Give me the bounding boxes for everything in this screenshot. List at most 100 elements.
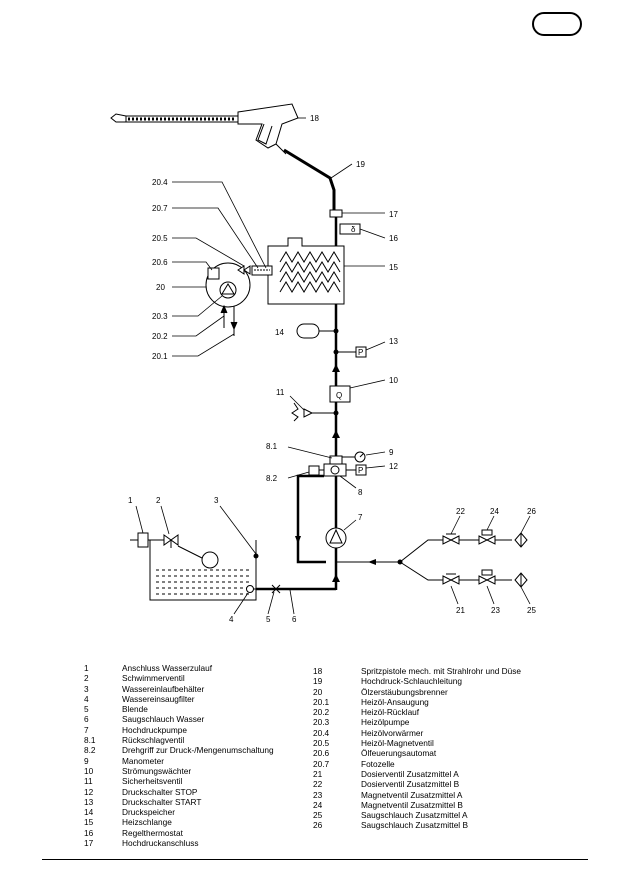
callout-20-2: 20.2 [152,332,168,341]
callout-23: 23 [491,606,500,615]
legend-label: Spritzpistole mech. mit Strahlrohr und D… [361,666,522,676]
legend-number: 20.1 [313,696,330,707]
legend-number: 2 [84,673,89,684]
legend-label: Saugschlauch Zusatzmittel A [361,810,468,821]
legend-right: 18 Spritzpistole mech. mit Strahlrohr und… [313,666,521,831]
legend-item: 18 Spritzpistole mech. mit Strahlrohr und… [313,666,521,676]
legend-label: Schwimmerventil [122,673,185,684]
callout-7: 7 [358,513,363,522]
water-suction-filter [246,585,254,593]
legend-item: 15 Heizschlange [84,817,274,827]
legend-label: Heizöl-Ansaugung [361,696,429,707]
pressure-accumulator [296,323,336,339]
callout-20: 20 [156,283,165,292]
legend-number: 24 [313,799,323,810]
oil-burner [205,262,273,336]
callout-20-6: 20.6 [152,258,168,267]
legend-label: Dosierventil Zusatzmittel B [361,779,460,790]
spray-gun [110,103,299,155]
callout-20-1: 20.1 [152,352,168,361]
legend-label: Druckschalter STOP [122,786,198,797]
callout-1: 1 [128,496,133,505]
callout-13: 13 [389,337,398,346]
legend-item: 3 Wassereinlaufbehälter [84,684,274,694]
callout-8: 8 [358,488,363,497]
pressure-switch-stop-symbol: P [358,466,363,475]
legend-number: 11 [84,776,93,787]
legend-label: Manometer [122,755,164,766]
legend-label: Dosierventil Zusatzmittel A [361,768,459,779]
legend-number: 8.2 [84,745,96,756]
legend-label: Saugschlauch Wasser [122,714,205,725]
legend-label: Sicherheitsventil [122,776,183,787]
legend-item: 2 Schwimmerventil [84,673,274,683]
legend-label: Wassereinlaufbehälter [122,683,205,694]
legend-number: 20 [313,686,323,697]
legend-number: 5 [84,704,89,715]
legend-label: Magnetventil Zusatzmittel A [361,789,463,800]
callout-20-7: 20.7 [152,204,168,213]
legend-number: 16 [84,827,94,838]
legend-number: 18 [313,666,323,676]
legend-label: Heizschlange [122,817,172,828]
legend-item: 8.2 Drehgriff zur Druck-/Mengenumschaltun… [84,745,274,755]
legend-item: 20.1 Heizöl-Ansaugung [313,697,521,707]
legend-label: Fotozelle [361,758,395,769]
legend-label: Ölfeuerungsautomat [361,748,437,759]
callout-18: 18 [310,114,319,123]
legend-label: Drehgriff zur Druck-/Mengenumschaltung [122,745,274,756]
safety-valve [291,402,336,422]
manometer [336,451,366,463]
legend-number: 6 [84,714,89,725]
legend-item: 20.3 Heizölpumpe [313,717,521,727]
callout-26: 26 [527,507,536,516]
legend-number: 26 [313,820,323,831]
callout-20-3: 20.3 [152,312,168,321]
callout-20-5: 20.5 [152,234,168,243]
legend-number: 20.3 [313,717,330,728]
legend-label: Hochdruckanschluss [122,838,199,849]
legend-number: 7 [84,724,89,735]
callout-5: 5 [266,615,271,624]
callout-20-4: 20.4 [152,178,168,187]
callout-8-1: 8.1 [266,442,278,451]
legend-label: Wassereinsaugfilter [122,693,195,704]
valve-block [308,455,347,477]
legend-item: 24 Magnetventil Zusatzmittel B [313,800,521,810]
legend-number: 8.1 [84,735,96,746]
pressure-switch-start-symbol: P [358,348,363,357]
callout-16: 16 [389,234,398,243]
legend-label: Magnetventil Zusatzmittel B [361,799,463,810]
legend-item: 6 Saugschlauch Wasser [84,714,274,724]
callout-17: 17 [389,210,398,219]
legend-number: 3 [84,683,89,694]
legend-label: Ölzerstäubungsbrenner [361,686,448,697]
legend-number: 21 [313,768,323,779]
callout-11: 11 [276,388,285,397]
bypass-line [296,474,326,564]
callout-15: 15 [389,263,398,272]
legend-number: 20.6 [313,748,330,759]
legend-label: Heizölpumpe [361,717,410,728]
legend-label: Hochdruckpumpe [122,724,188,735]
callout-10: 10 [389,376,398,385]
legend-label: Regelthermostat [122,827,183,838]
legend-number: 1 [84,663,89,673]
legend-number: 15 [84,817,94,828]
pressure-switch-start [336,346,367,358]
flow-switch-symbol: Q [336,391,342,400]
control-thermostat [339,223,361,235]
